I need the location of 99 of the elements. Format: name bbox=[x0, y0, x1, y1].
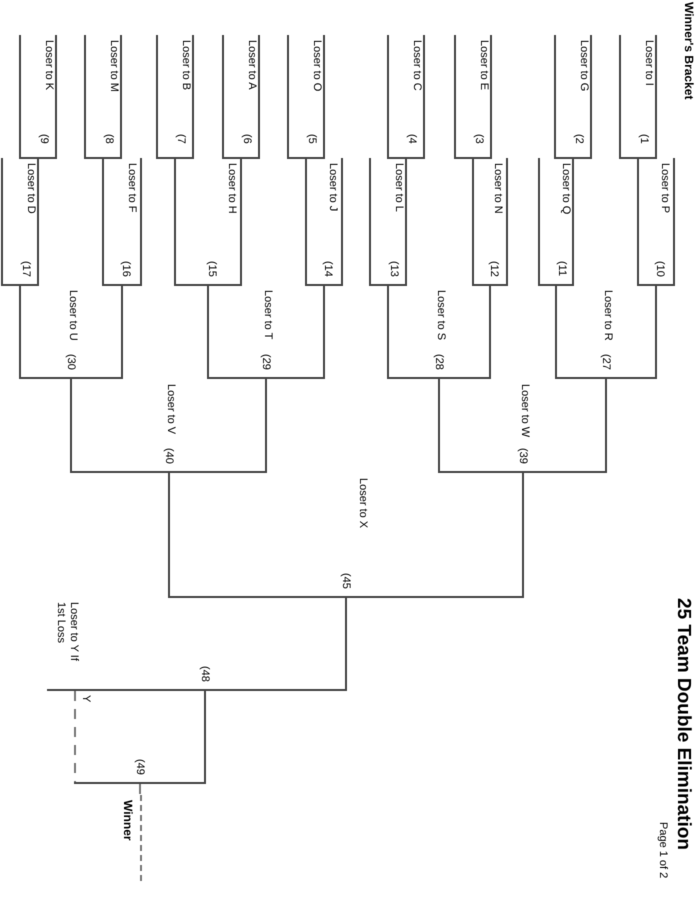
match-number: (29 bbox=[259, 354, 272, 370]
bracket-match bbox=[387, 35, 425, 159]
match-number: (12 bbox=[487, 261, 500, 277]
bracket-match bbox=[102, 158, 142, 286]
bracket-line bbox=[174, 159, 176, 286]
loser-note: Loser to O bbox=[310, 40, 323, 92]
match-number: (48 bbox=[198, 666, 211, 682]
match-number: (10 bbox=[653, 261, 666, 277]
match-number: (1 bbox=[637, 134, 650, 144]
bracket-line bbox=[522, 473, 524, 598]
bracket-line bbox=[70, 379, 72, 473]
page-number: Page 1 of 2 bbox=[656, 822, 669, 878]
loser-note: Loser to U bbox=[66, 290, 79, 341]
match-number: (4 bbox=[405, 134, 418, 144]
loser-note: Loser to W bbox=[518, 384, 531, 438]
match-number: (8 bbox=[102, 134, 115, 144]
loser-note: Loser to E bbox=[477, 40, 490, 90]
match-number: (39 bbox=[516, 448, 529, 464]
loser-note: Loser to P bbox=[658, 163, 671, 214]
match-number: (5 bbox=[305, 134, 318, 144]
bracket-match bbox=[538, 158, 574, 286]
match-number: (27 bbox=[599, 354, 612, 370]
bracket-heading: Winner's Bracket bbox=[682, 2, 696, 100]
match-number: (28 bbox=[432, 354, 445, 370]
loser-note: Loser to X bbox=[356, 478, 369, 528]
loser-note: Loser to R bbox=[601, 290, 614, 341]
match-number: (3 bbox=[472, 134, 485, 144]
bracket-match bbox=[287, 35, 325, 159]
bracket-line bbox=[405, 159, 407, 286]
bracket-line bbox=[204, 691, 206, 784]
bracket-line bbox=[387, 286, 389, 379]
bracket-match bbox=[305, 158, 343, 286]
loser-note: Loser to I bbox=[642, 40, 655, 86]
match-number: (49 bbox=[133, 759, 146, 775]
winner-label: Winner bbox=[121, 800, 134, 841]
loser-note: Loser to Y If 1st Loss bbox=[54, 602, 80, 662]
match-number: (13 bbox=[387, 261, 400, 277]
bracket-match bbox=[637, 158, 675, 286]
loser-note: Loser to K bbox=[42, 40, 55, 90]
loser-note: Loser to G bbox=[577, 40, 590, 92]
loser-note: Loser to J bbox=[326, 163, 339, 212]
loser-note: Loser to D bbox=[24, 163, 37, 214]
bracket-match bbox=[1, 158, 39, 286]
bracket-line bbox=[240, 159, 242, 286]
bracket-match bbox=[19, 35, 57, 159]
loser-note: Loser to B bbox=[179, 40, 192, 90]
bracket-line bbox=[121, 286, 123, 379]
loser-note: Loser to C bbox=[410, 40, 423, 91]
bracket-line bbox=[139, 784, 141, 795]
match-number: (16 bbox=[119, 261, 132, 277]
loser-note: Loser to S bbox=[434, 290, 447, 340]
bracket-line bbox=[37, 159, 39, 286]
match-number: (40 bbox=[162, 448, 175, 464]
loser-note: Loser to M bbox=[107, 40, 120, 92]
title: 25 Team Double Elimination bbox=[673, 598, 694, 850]
match-number: (11 bbox=[555, 261, 568, 276]
bracket-line bbox=[655, 286, 657, 379]
match-number: (14 bbox=[321, 261, 334, 277]
bracket-line bbox=[74, 691, 76, 784]
match-number: (45 bbox=[339, 573, 352, 589]
loser-note: Loser to H bbox=[225, 163, 238, 214]
bracket-line bbox=[472, 159, 474, 286]
bracket-line bbox=[572, 159, 574, 286]
match-number: (2 bbox=[572, 134, 585, 144]
loser-note: Loser to F bbox=[125, 163, 138, 213]
loser-note: Loser to A bbox=[245, 40, 258, 90]
bracket-line bbox=[489, 286, 491, 379]
match-number: (15 bbox=[205, 261, 218, 277]
loser-note: Loser to L bbox=[392, 163, 405, 212]
match-number: (30 bbox=[64, 354, 77, 370]
edge-label: Y bbox=[80, 695, 92, 702]
bracket-match bbox=[554, 35, 592, 159]
bracket-line bbox=[637, 159, 639, 286]
bracket-match bbox=[472, 158, 508, 286]
bracket-line bbox=[168, 473, 170, 598]
bracket-match bbox=[84, 35, 122, 159]
bracket-line bbox=[305, 159, 307, 286]
bracket-match bbox=[454, 35, 492, 159]
match-number: (9 bbox=[37, 134, 50, 144]
loser-note: Loser to V bbox=[164, 384, 177, 434]
bracket-line bbox=[265, 379, 267, 473]
match-number: (6 bbox=[240, 134, 253, 144]
loser-note: Loser to Q bbox=[559, 163, 572, 214]
bracket-line bbox=[207, 286, 209, 379]
bracket-line bbox=[555, 286, 557, 379]
bracket-line bbox=[323, 286, 325, 379]
bracket-line bbox=[345, 598, 347, 691]
loser-note: Loser to T bbox=[261, 290, 274, 340]
bracket-match bbox=[369, 158, 407, 286]
bracket-match bbox=[222, 35, 260, 159]
loser-note: Loser to N bbox=[491, 163, 504, 214]
match-number: (17 bbox=[19, 261, 32, 277]
bracket-line bbox=[605, 379, 607, 473]
bracket-line bbox=[438, 379, 440, 473]
bracket-line bbox=[19, 286, 21, 379]
bracket-match bbox=[619, 35, 657, 159]
match-number: (7 bbox=[174, 134, 187, 144]
bracket-line bbox=[102, 159, 104, 286]
bracket-match bbox=[156, 35, 194, 159]
